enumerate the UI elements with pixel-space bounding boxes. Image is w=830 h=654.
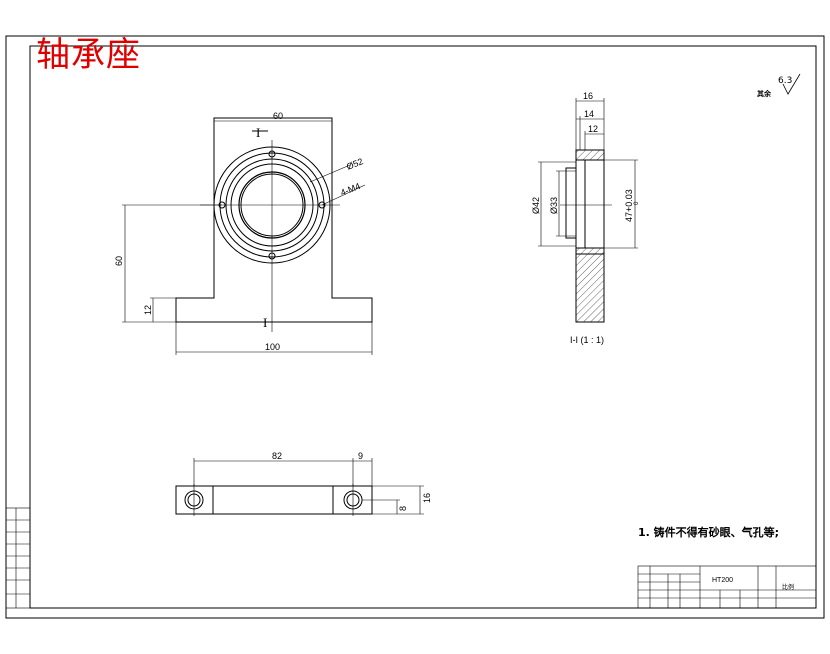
title-block: HT200 比例 xyxy=(637,565,817,609)
margin-table xyxy=(5,507,31,609)
dim-w16: 16 xyxy=(583,91,593,101)
side-view: 16 14 12 Ø42 Ø33 47+0.03 0 I-I (1 : 1) xyxy=(531,91,640,345)
drawing-title: 轴承座 xyxy=(36,35,141,75)
dim-height: 60 xyxy=(114,256,124,266)
dim-bore-dia: Ø52 xyxy=(345,156,365,172)
roughness-label: 其余 xyxy=(757,90,771,98)
front-view: I I 60 60 12 100 Ø52 4-M4 xyxy=(114,111,373,355)
dim-w14: 14 xyxy=(584,109,594,119)
technical-note: 1. 铸件不得有砂眼、气孔等; xyxy=(638,526,780,539)
section-mark-bottom: I xyxy=(263,315,267,330)
dim-base-width: 100 xyxy=(265,342,280,352)
dim-w12: 12 xyxy=(588,124,598,134)
dim-holes: 4-M4 xyxy=(339,181,362,198)
dim-d33: Ø33 xyxy=(549,197,559,214)
side-caption: I-I (1 : 1) xyxy=(570,335,604,345)
dim-base-height: 12 xyxy=(143,305,153,315)
roughness-symbol xyxy=(782,73,801,95)
dim-spacing: 82 xyxy=(272,451,282,461)
top-view: 82 9 16 8 xyxy=(175,451,432,516)
dim-hole-depth: 8 xyxy=(398,506,408,511)
title-block-scale: 比例 xyxy=(782,583,794,591)
title-block-material: HT200 xyxy=(712,577,733,584)
dim-hole-offset: 9 xyxy=(358,451,363,461)
outer-border xyxy=(5,35,825,619)
dim-d47-lower: 0 xyxy=(634,201,640,205)
dim-thickness: 16 xyxy=(422,493,432,503)
dim-d47: 47+0.03 xyxy=(624,189,634,222)
roughness-value: 6.3 xyxy=(778,76,793,86)
dim-d42: Ø42 xyxy=(531,197,541,214)
dim-top-width: 60 xyxy=(273,111,283,121)
inner-border xyxy=(29,45,817,609)
section-mark-top: I xyxy=(256,125,260,140)
